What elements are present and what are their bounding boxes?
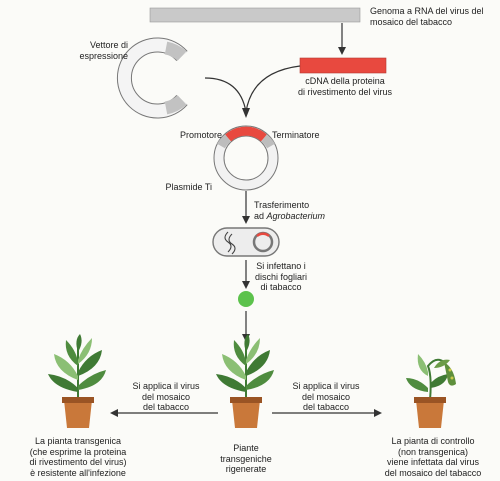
virus-left-label: Si applica il virus del mosaico del taba… [132, 381, 200, 412]
transgenic-plant-caption: La pianta transgenica (che esprime la pr… [29, 436, 127, 478]
ti-plasmid [213, 125, 279, 191]
regenerated-plant-center [216, 334, 274, 428]
virus-right-label: Si applica il virus del mosaico del taba… [292, 381, 360, 412]
cdna-bar [299, 57, 387, 74]
control-plant-infected-right [406, 354, 456, 428]
promoter-label: Promotore [179, 130, 222, 140]
transfer-prefix: ad [254, 210, 267, 221]
transgenic-plant-left [48, 334, 106, 428]
expression-vector [116, 37, 188, 119]
terminator-label: Terminatore [272, 130, 320, 140]
transfer-line1: Trasferimento [254, 200, 310, 210]
arrow-vector-merge [204, 77, 247, 113]
vector-label: Vettore di espressione [79, 40, 128, 61]
leaf-disc [238, 291, 254, 307]
agrobacterium-cell [212, 227, 280, 257]
arrow-cdna-merge [245, 65, 301, 113]
agrobacterium-term: Agrobacterium [266, 210, 326, 221]
cdna-label: cDNA della proteina di rivestimento del … [297, 76, 393, 97]
infect-label: Si infettano i dischi fogliari di tabacc… [254, 261, 308, 292]
regenerated-plants-caption: Piante transgeniche rigenerate [220, 443, 272, 474]
rna-genome-bar [149, 7, 361, 23]
control-plant-caption: La pianta di controllo (non transgenica)… [384, 436, 482, 478]
genome-label: Genoma a RNA del virus del mosaico del t… [370, 6, 484, 27]
plasmid-label: Plasmide Ti [165, 182, 212, 192]
